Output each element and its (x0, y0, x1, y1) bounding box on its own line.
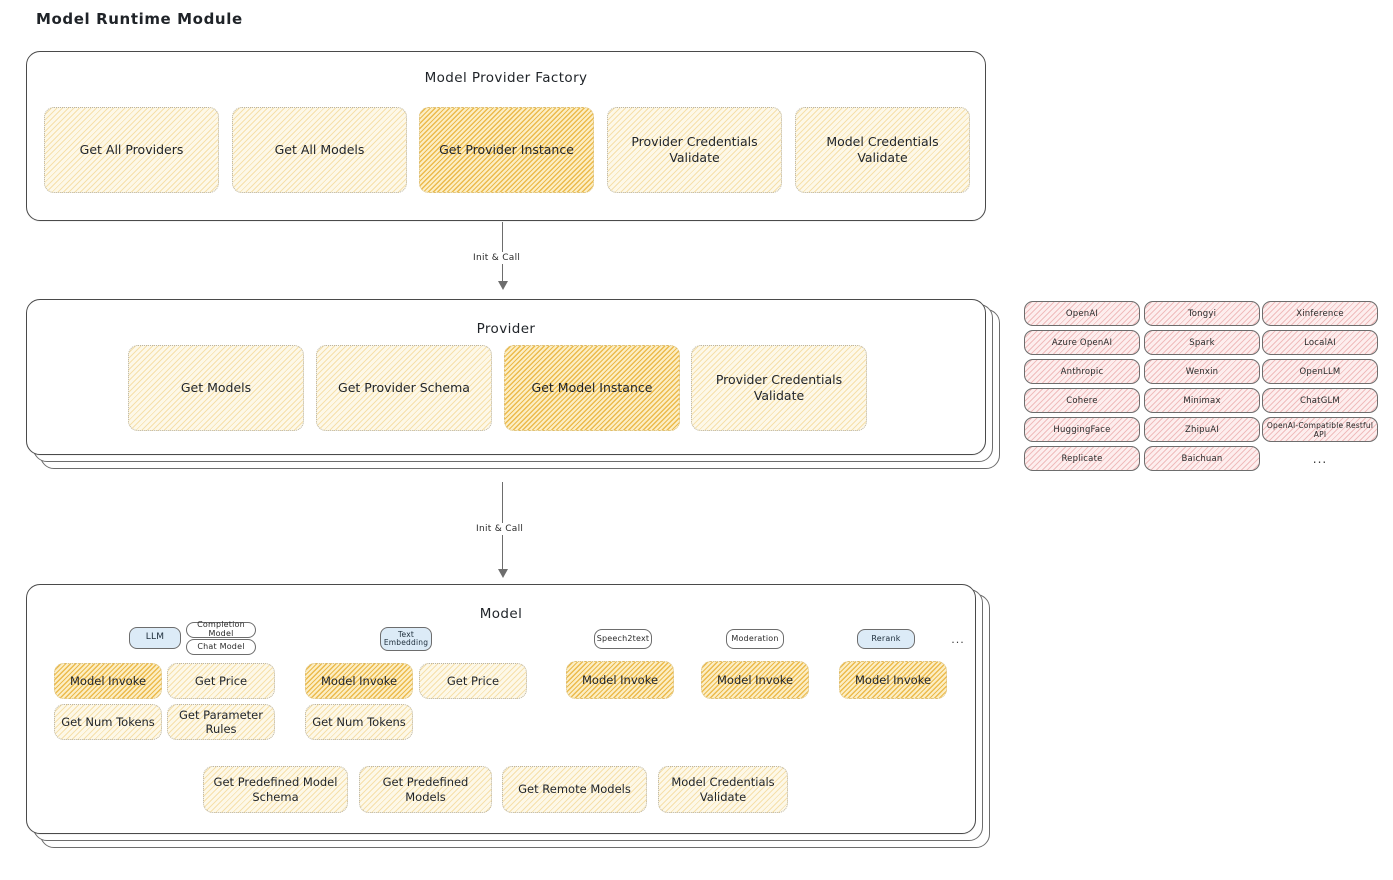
page-title: Model Runtime Module (36, 10, 243, 28)
provider-chip-tongyi[interactable]: Tongyi (1144, 301, 1260, 326)
llm-method-model-invoke[interactable]: Model Invoke (54, 663, 162, 699)
arrow-factory-to-provider-label: Init & Call (468, 252, 526, 264)
provider-chip-openai[interactable]: OpenAI (1024, 301, 1140, 326)
model-common-method-get-predefined-models[interactable]: Get Predefined Models (359, 766, 492, 813)
provider-chip-cohere[interactable]: Cohere (1024, 388, 1140, 413)
model-type-chip-text-embedding[interactable]: Text Embedding (380, 627, 432, 651)
provider-box-get-model-instance[interactable]: Get Model Instance (504, 345, 680, 431)
provider-chip-openai-compatible-restful-api[interactable]: OpenAI-Compatible Restful API (1262, 417, 1378, 442)
model-title: Model (479, 606, 523, 622)
factory-box-provider-credentials-validate[interactable]: Provider Credentials Validate (607, 107, 782, 193)
text-embedding-method-get-price[interactable]: Get Price (419, 663, 527, 699)
rerank-method-model-invoke[interactable]: Model Invoke (839, 661, 947, 699)
model-type-chip-speech2text[interactable]: Speech2text (594, 629, 652, 649)
model-type-chip-rerank[interactable]: Rerank (857, 629, 915, 649)
model-common-method-model-credentials-validate[interactable]: Model Credentials Validate (658, 766, 788, 813)
provider-chip-spark[interactable]: Spark (1144, 330, 1260, 355)
model-provider-factory-title: Model Provider Factory (424, 70, 588, 86)
model-types-more-ellipsis: ... (951, 632, 965, 646)
text-embedding-method-model-invoke[interactable]: Model Invoke (305, 663, 413, 699)
llm-method-get-parameter-rules[interactable]: Get Parameter Rules (167, 704, 275, 740)
llm-method-get-num-tokens[interactable]: Get Num Tokens (54, 704, 162, 740)
model-subtype-chip-completion-model[interactable]: Completion Model (186, 620, 256, 638)
provider-chip-minimax[interactable]: Minimax (1144, 388, 1260, 413)
model-subtype-chip-chat-model[interactable]: Chat Model (186, 639, 256, 655)
model-type-chip-moderation[interactable]: Moderation (726, 629, 784, 649)
text-embedding-method-get-num-tokens[interactable]: Get Num Tokens (305, 704, 413, 740)
provider-chip-anthropic[interactable]: Anthropic (1024, 359, 1140, 384)
provider-list-more-ellipsis: ... (1312, 451, 1328, 466)
model-common-method-get-remote-models[interactable]: Get Remote Models (502, 766, 647, 813)
provider-box-get-provider-schema[interactable]: Get Provider Schema (316, 345, 492, 431)
moderation-method-model-invoke[interactable]: Model Invoke (701, 661, 809, 699)
arrow-factory-to-provider-head (498, 281, 508, 290)
provider-chip-replicate[interactable]: Replicate (1024, 446, 1140, 471)
provider-chip-azure-openai[interactable]: Azure OpenAI (1024, 330, 1140, 355)
llm-method-get-price[interactable]: Get Price (167, 663, 275, 699)
provider-box-provider-credentials-validate[interactable]: Provider Credentials Validate (691, 345, 867, 431)
model-type-chip-llm[interactable]: LLM (129, 627, 181, 649)
provider-chip-openllm[interactable]: OpenLLM (1262, 359, 1378, 384)
provider-chip-zhipuai[interactable]: ZhipuAI (1144, 417, 1260, 442)
provider-chip-baichuan[interactable]: Baichuan (1144, 446, 1260, 471)
speech2text-method-model-invoke[interactable]: Model Invoke (566, 661, 674, 699)
provider-chip-xinference[interactable]: Xinference (1262, 301, 1378, 326)
arrow-provider-to-model-head (498, 569, 508, 578)
factory-box-get-all-providers[interactable]: Get All Providers (44, 107, 219, 193)
factory-box-get-all-models[interactable]: Get All Models (232, 107, 407, 193)
provider-chip-chatglm[interactable]: ChatGLM (1262, 388, 1378, 413)
provider-title: Provider (476, 321, 536, 337)
arrow-provider-to-model-label: Init & Call (471, 523, 529, 535)
provider-chip-localai[interactable]: LocalAI (1262, 330, 1378, 355)
model-common-method-get-predefined-model-schema[interactable]: Get Predefined Model Schema (203, 766, 348, 813)
provider-box-get-models[interactable]: Get Models (128, 345, 304, 431)
provider-chip-wenxin[interactable]: Wenxin (1144, 359, 1260, 384)
provider-chip-huggingface[interactable]: HuggingFace (1024, 417, 1140, 442)
factory-box-get-provider-instance[interactable]: Get Provider Instance (419, 107, 594, 193)
factory-box-model-credentials-validate[interactable]: Model Credentials Validate (795, 107, 970, 193)
